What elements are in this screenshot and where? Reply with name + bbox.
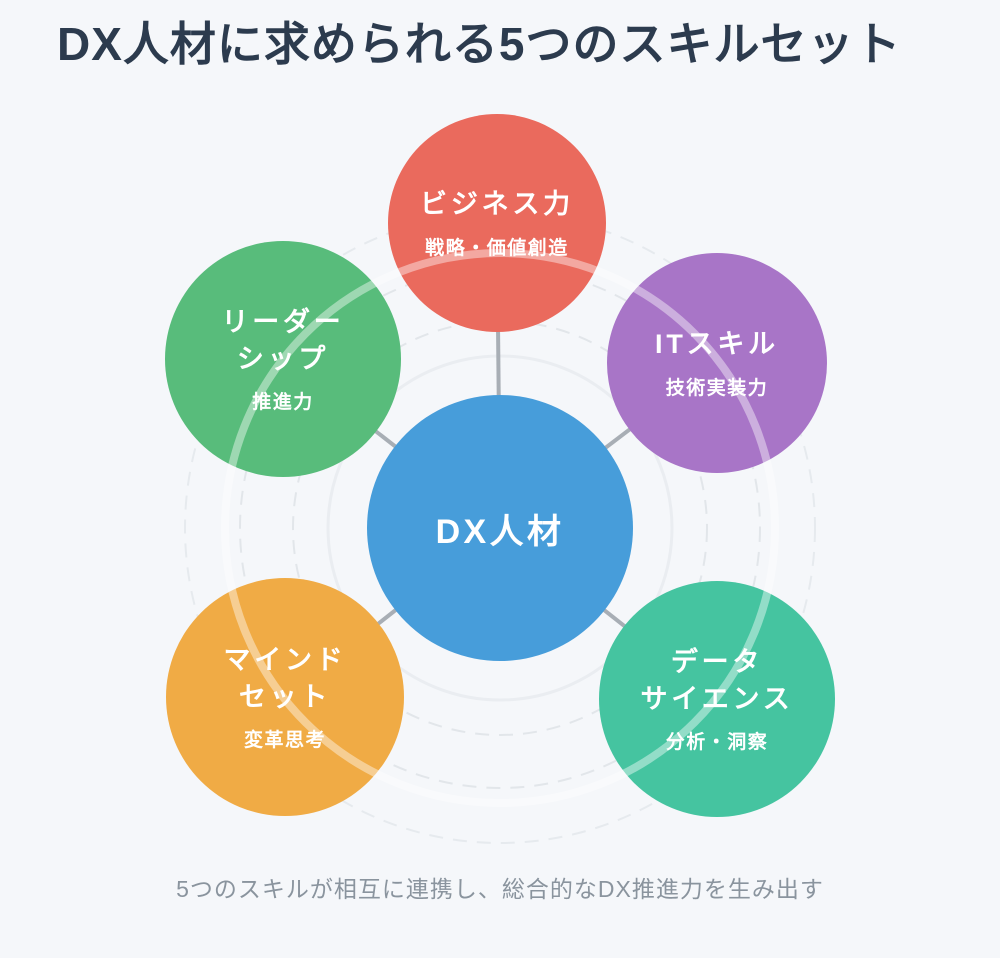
- skill-subtitle: 変革思考: [243, 729, 327, 751]
- skill-name: データ サイエンス: [640, 644, 793, 717]
- skill-subtitle: 分析・洞察: [665, 731, 769, 753]
- skill-name: ビジネス力: [420, 186, 574, 222]
- skill-name: リーダー シップ: [221, 304, 344, 377]
- skill-circle-mindset: マインド セット 変革思考: [166, 578, 404, 816]
- skill-name: ITスキル: [655, 326, 779, 362]
- skill-name-line: ITスキル: [655, 329, 779, 360]
- skill-subtitle: 戦略・価値創造: [425, 237, 569, 259]
- skill-circle-business: ビジネス力 戦略・価値創造: [388, 114, 606, 332]
- skill-name-line: マインド: [223, 645, 347, 676]
- skill-name-line: セット: [238, 681, 332, 712]
- dashed-ring-outer: [184, 212, 816, 844]
- skill-circle-leadership: リーダー シップ 推進力: [165, 241, 401, 477]
- skill-subtitle: 推進力: [252, 391, 314, 413]
- skill-name-line: シップ: [236, 343, 330, 374]
- skill-subtitle: 技術実装力: [665, 377, 769, 399]
- skill-circle-it-skill: ITスキル 技術実装力: [607, 253, 827, 473]
- skill-name-line: サイエンス: [640, 683, 794, 714]
- skill-name-line: データ: [670, 647, 764, 678]
- skill-name-line: ビジネス力: [420, 189, 574, 220]
- skill-circle-data-science: データ サイエンス 分析・洞察: [599, 581, 835, 817]
- center-circle-dx-jinzai: DX人材: [367, 395, 633, 661]
- page-title: DX人材に求められる5つのスキルセット: [57, 18, 902, 70]
- skill-name-line: リーダー: [221, 307, 345, 338]
- footer-caption: 5つのスキルが相互に連携し、総合的なDX推進力を生み出す: [176, 876, 824, 902]
- center-label: DX人材: [435, 512, 565, 551]
- skill-name: マインド セット: [223, 642, 346, 715]
- dashed-ring-inner: [292, 320, 708, 736]
